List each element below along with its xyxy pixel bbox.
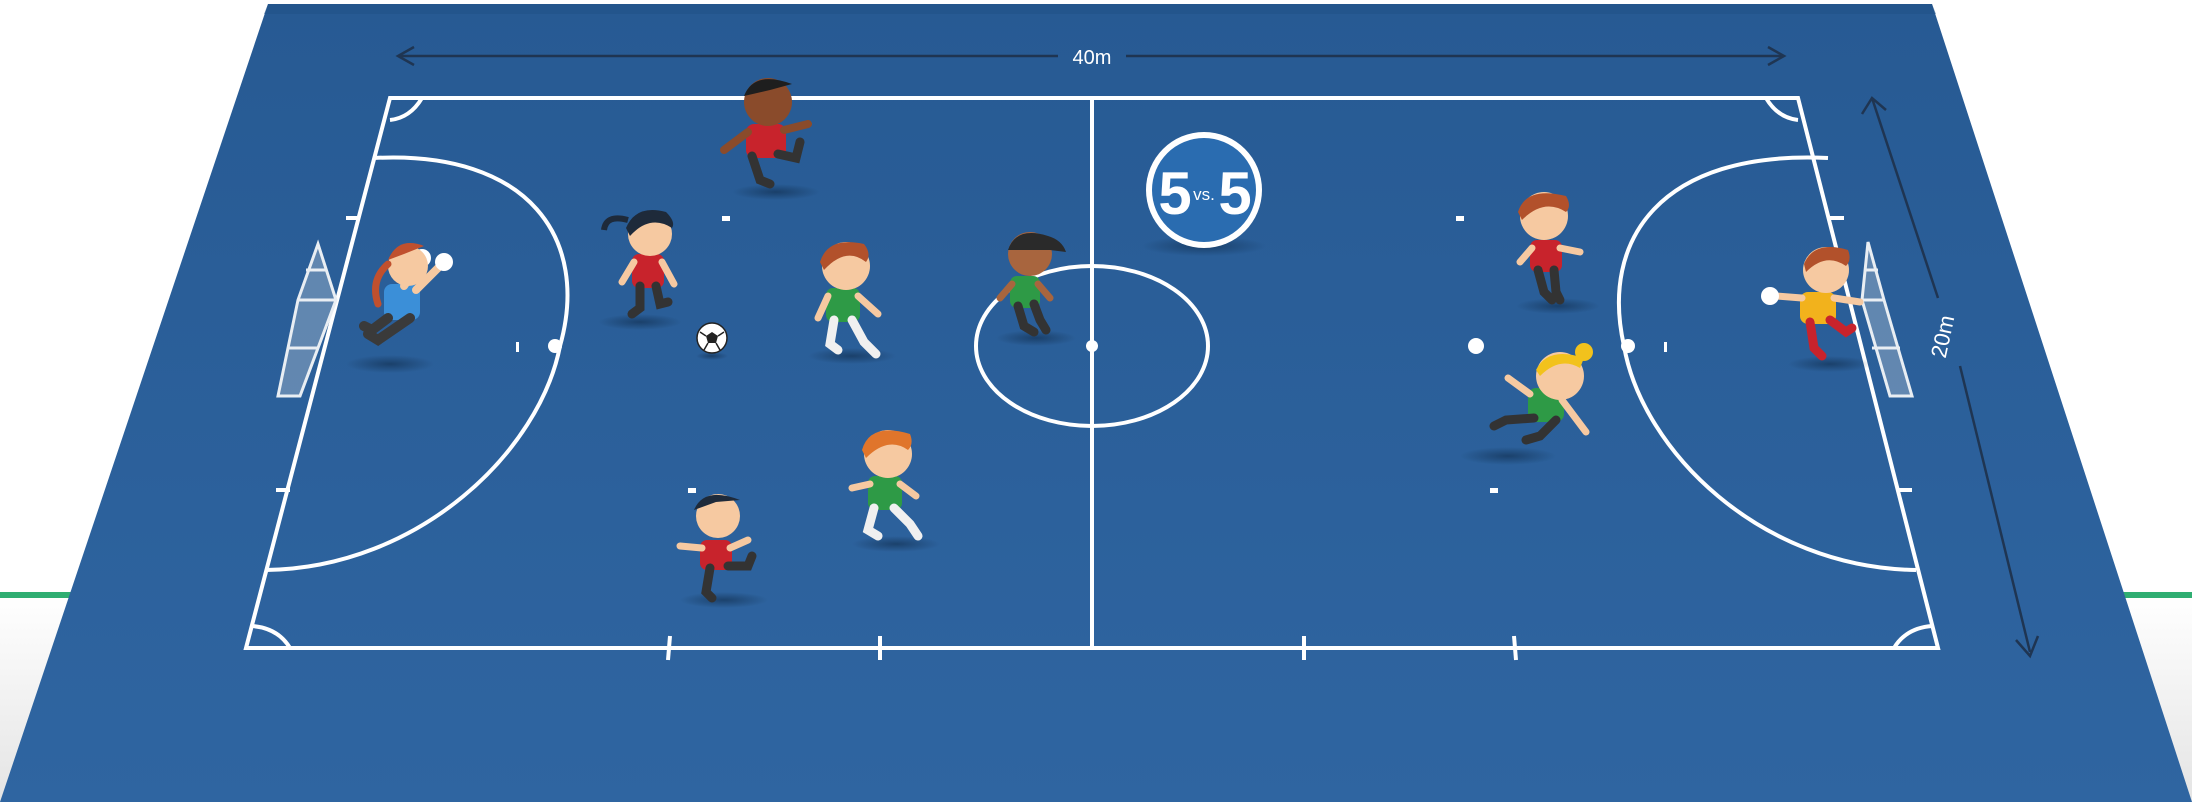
badge-vs-text: vs.: [1193, 185, 1215, 204]
left-penalty-spot: [548, 339, 562, 353]
sub-mark: [668, 636, 670, 660]
mark: [1456, 216, 1464, 221]
badge-left-number: 5: [1158, 160, 1191, 227]
center-spot: [1086, 340, 1098, 352]
right-penalty-spot: [1621, 339, 1635, 353]
right-second-spot: [1468, 338, 1484, 354]
mark: [1490, 488, 1498, 493]
sub-mark: [1514, 636, 1516, 660]
mark: [688, 488, 696, 493]
badge-right-number: 5: [1218, 160, 1251, 227]
mark: [1664, 342, 1667, 352]
length-label: 40m: [1073, 47, 1112, 69]
court-surface: [0, 4, 2192, 802]
soccer-ball: [696, 323, 728, 360]
mark: [722, 216, 730, 221]
court-top-edge-shade: [264, 4, 1936, 14]
mark: [516, 342, 519, 352]
